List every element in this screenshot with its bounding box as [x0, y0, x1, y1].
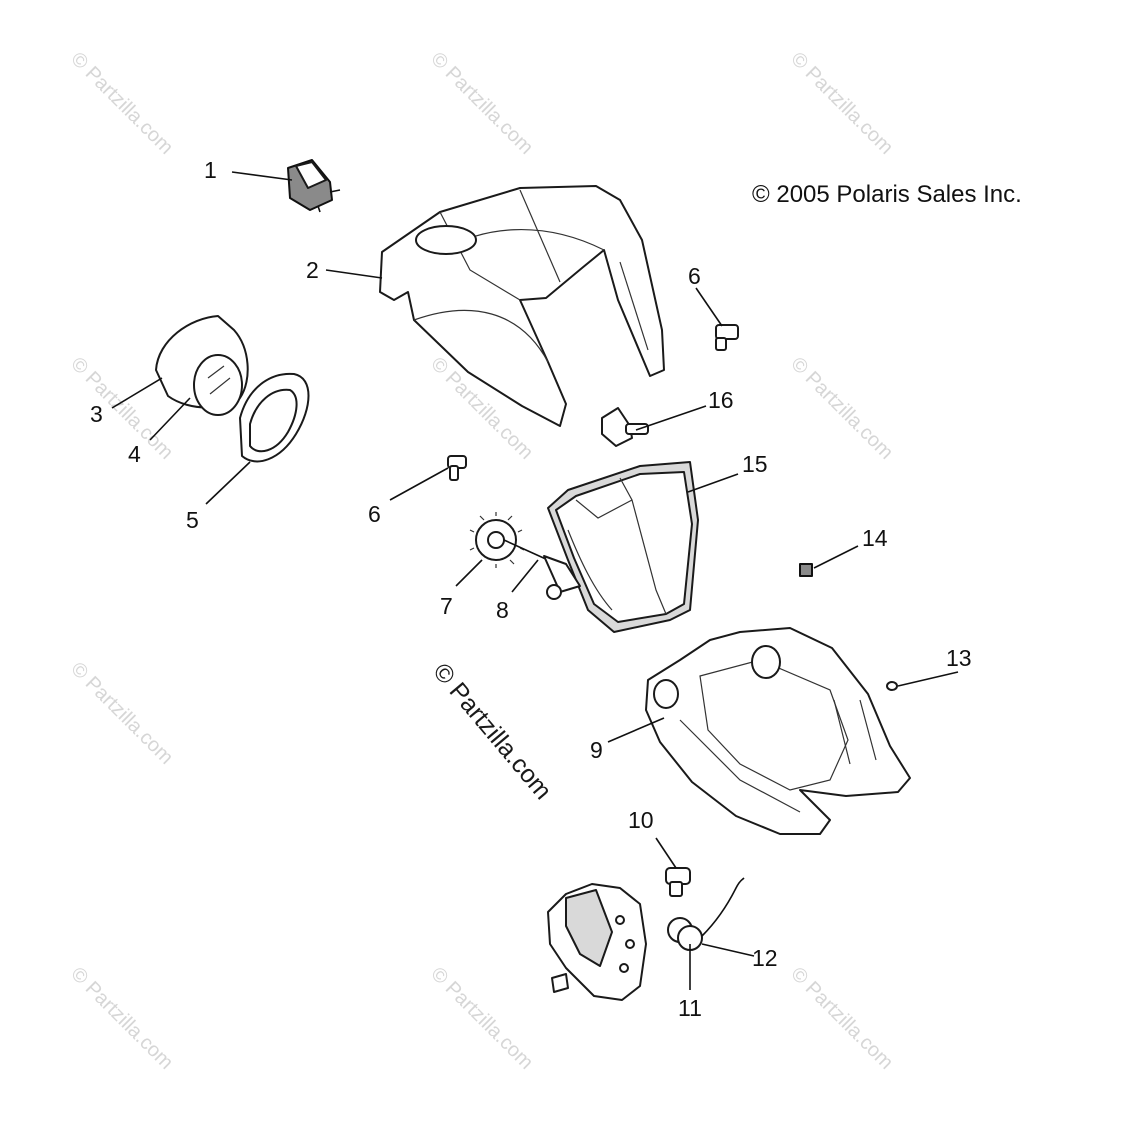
callout-9: 9 — [590, 737, 603, 763]
part-16-bulb — [601, 407, 649, 447]
callout-7: 7 — [440, 593, 453, 619]
part-3-4-knob — [155, 315, 249, 416]
part-1-switch — [287, 159, 341, 213]
part-6-bolt-upper — [715, 324, 739, 351]
watermark: © Partzilla.com — [786, 48, 897, 159]
callout-11: 11 — [678, 995, 702, 1021]
callout-6-upper: 6 — [688, 263, 701, 289]
watermark-main: © Partzilla.com — [427, 658, 557, 805]
callout-16: 16 — [708, 387, 734, 413]
callout-8: 8 — [496, 597, 509, 623]
callout-14: 14 — [862, 525, 888, 551]
part-13-oring — [886, 681, 898, 691]
callout-2: 2 — [306, 257, 319, 283]
part-7-adjuster — [469, 512, 525, 568]
callout-3: 3 — [90, 401, 103, 427]
callout-15: 15 — [742, 451, 768, 477]
watermark: © Partzilla.com — [426, 48, 537, 159]
callout-10: 10 — [628, 807, 654, 833]
callout-5: 5 — [186, 507, 199, 533]
callout-13: 13 — [946, 645, 972, 671]
part-11-12-sensor — [667, 877, 745, 951]
part-14-clip — [799, 563, 813, 577]
part-8-rod — [503, 539, 581, 600]
watermark: © Partzilla.com — [66, 963, 177, 1074]
part-5-ring — [239, 372, 310, 463]
part-10-bolt — [665, 867, 691, 897]
callout-labels: 1 2 3 4 5 6 6 7 8 9 10 11 12 13 14 15 16 — [90, 157, 972, 1021]
part-15-headlight — [547, 461, 699, 633]
copyright-text: © 2005 Polaris Sales Inc. — [752, 181, 1022, 208]
watermark: © Partzilla.com — [786, 353, 897, 464]
watermark: © Partzilla.com — [786, 963, 897, 1074]
callout-1: 1 — [204, 157, 217, 183]
callout-6-lower: 6 — [368, 501, 381, 527]
part-6-bolt-lower — [447, 455, 467, 481]
callout-4: 4 — [128, 441, 141, 467]
watermark: © Partzilla.com — [426, 963, 537, 1074]
callout-12: 12 — [752, 945, 778, 971]
part-bracket — [547, 883, 647, 1001]
watermark: © Partzilla.com — [66, 48, 177, 159]
watermark: © Partzilla.com — [66, 658, 177, 769]
part-2-cover — [379, 185, 665, 427]
part-9-lower-housing — [645, 627, 911, 835]
leader-lines — [111, 171, 959, 990]
